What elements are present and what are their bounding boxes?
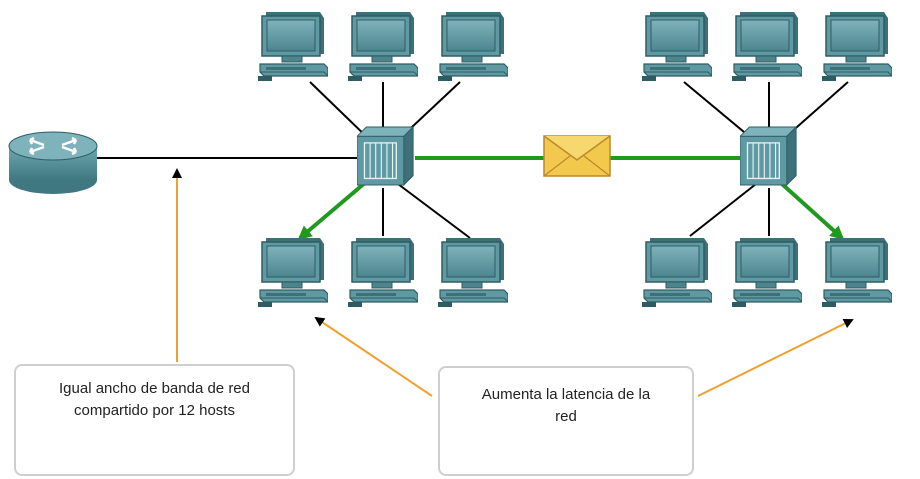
callout-bandwidth: Igual ancho de banda de red compartido p… bbox=[14, 364, 295, 476]
computer-icon bbox=[642, 11, 712, 82]
computer-icon bbox=[642, 237, 712, 308]
computer-icon bbox=[822, 11, 892, 82]
computer-icon bbox=[438, 237, 508, 308]
computer-icon bbox=[822, 237, 892, 308]
callout-latency-line1: Aumenta la latencia de la bbox=[481, 386, 651, 403]
envelope-icon bbox=[543, 135, 611, 177]
active-link-left bbox=[297, 180, 368, 240]
computer-icon bbox=[732, 237, 802, 308]
computer-icon bbox=[258, 11, 328, 82]
pointer-latency-right bbox=[697, 319, 854, 397]
callout-bandwidth-line1: Igual ancho de banda de red bbox=[59, 380, 250, 397]
callout-latency: Aumenta la latencia de la red bbox=[438, 366, 694, 476]
router-icon bbox=[8, 131, 98, 194]
switch-icon bbox=[357, 126, 414, 186]
active-link-right bbox=[780, 182, 845, 241]
computer-icon bbox=[438, 11, 508, 82]
pointer-latency-left bbox=[314, 316, 433, 397]
computer-icon bbox=[348, 237, 418, 308]
computer-icon bbox=[732, 11, 802, 82]
switch-icon bbox=[740, 126, 797, 186]
callout-bandwidth-line2: compartido por 12 hosts bbox=[74, 402, 235, 419]
computer-icon bbox=[348, 11, 418, 82]
callout-latency-line2: red bbox=[555, 408, 577, 425]
computer-icon bbox=[258, 237, 328, 308]
